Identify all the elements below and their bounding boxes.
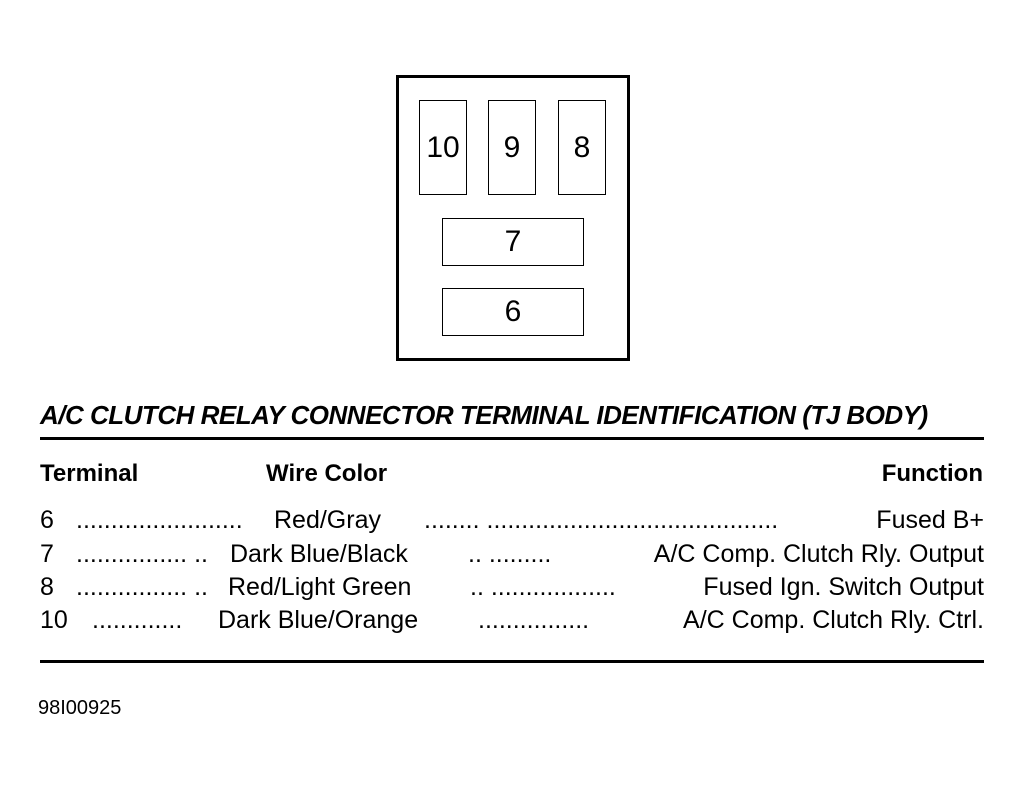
table-row: 6 ........................ Red/Gray ....…: [40, 506, 984, 538]
header-terminal: Terminal: [40, 460, 139, 487]
figure-id: 98I00925: [38, 697, 122, 719]
terminal-9: 9: [488, 100, 536, 195]
row-wire-color: Red/Light Green: [228, 573, 412, 601]
relay-connector-diagram: 10 9 8 7 6: [396, 75, 630, 361]
terminal-10: 10: [419, 100, 467, 195]
row-function: Fused B+: [876, 506, 984, 534]
terminal-6: 6: [442, 288, 584, 336]
table-title: A/C CLUTCH RELAY CONNECTOR TERMINAL IDEN…: [40, 400, 928, 430]
row-terminal: 10: [40, 606, 68, 634]
terminal-8: 8: [558, 100, 606, 195]
table-bottom-rule: [40, 660, 984, 663]
row-function: Fused Ign. Switch Output: [703, 573, 984, 601]
row-wire-color: Dark Blue/Black: [230, 540, 408, 568]
table-row: 10 ............. Dark Blue/Orange ......…: [40, 606, 984, 638]
header-wire-color: Wire Color: [266, 460, 388, 487]
row-terminal: 6: [40, 506, 54, 534]
row-terminal: 8: [40, 573, 54, 601]
row-leader-dots: ........ ...............................…: [424, 506, 779, 534]
row-wire-color: Dark Blue/Orange: [218, 606, 419, 634]
row-leader-dots: ........................: [76, 506, 243, 534]
terminal-7: 7: [442, 218, 584, 266]
table-row: 8 ................ .. Red/Light Green ..…: [40, 573, 984, 605]
row-function: A/C Comp. Clutch Rly. Ctrl.: [683, 606, 984, 634]
row-leader-dots: .............: [92, 606, 183, 634]
row-wire-color: Red/Gray: [274, 506, 381, 534]
table-row: 7 ................ .. Dark Blue/Black ..…: [40, 540, 984, 572]
row-leader-dots: ................ ..: [76, 573, 208, 601]
row-function: A/C Comp. Clutch Rly. Output: [653, 540, 984, 568]
row-leader-dots: .. ..................: [470, 573, 616, 601]
row-leader-dots: ................ ..: [76, 540, 208, 568]
row-leader-dots: .. .........: [468, 540, 552, 568]
header-function: Function: [881, 460, 983, 487]
row-terminal: 7: [40, 540, 54, 568]
title-rule: [40, 437, 984, 440]
row-leader-dots: ................: [478, 606, 590, 634]
